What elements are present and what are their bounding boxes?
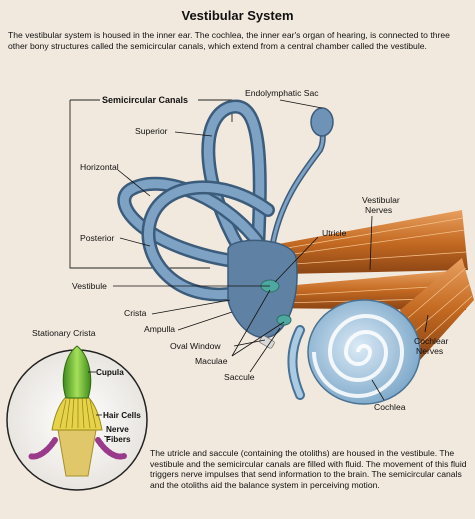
label-saccule: Saccule (224, 372, 255, 382)
inset-title: Stationary Crista (32, 328, 96, 338)
label-oval-window: Oval Window (170, 341, 221, 351)
vestibule-body (227, 239, 298, 339)
cochlea (287, 299, 421, 405)
cochlear-nerves (400, 258, 474, 360)
label-semicircular-canals: Semicircular Canals (102, 95, 188, 105)
label-ampulla: Ampulla (144, 324, 175, 334)
label-vestibular-nerves-line1: Vestibular (362, 195, 400, 205)
semicircular-canals (117, 99, 326, 302)
endolymphatic-sac (310, 107, 334, 137)
intro-paragraph: The vestibular system is housed in the i… (8, 30, 450, 51)
stationary-crista-inset: Stationary Crista Cupula Hair Cells Nerv… (6, 328, 148, 491)
label-horizontal: Horizontal (80, 162, 119, 172)
label-cochlear-nerves-line1: Cochlear (414, 336, 449, 346)
inset-label-hair-cells: Hair Cells (103, 411, 141, 420)
inset-label-nerve-fibers-line2: Fibers (106, 435, 131, 444)
label-posterior: Posterior (80, 233, 115, 243)
page-title: Vestibular System (181, 8, 294, 23)
label-vestibular-nerves-line2: Nerves (365, 205, 392, 215)
label-cochlear-nerves-line2: Nerves (416, 346, 443, 356)
inset-label-cupula: Cupula (96, 368, 124, 377)
label-crista: Crista (124, 308, 147, 318)
label-utricle: Utricle (322, 228, 347, 238)
label-maculae: Maculae (195, 356, 228, 366)
oval-window (259, 335, 275, 349)
label-vestibule: Vestibule (72, 281, 107, 291)
leader-lines (113, 99, 429, 401)
label-cochlea: Cochlea (374, 402, 406, 412)
inset-label-nerve-fibers-line1: Nerve (106, 425, 129, 434)
label-superior: Superior (135, 126, 168, 136)
label-endolymphatic-sac: Endolymphatic Sac (245, 88, 319, 98)
footer-paragraph: The utricle and saccule (containing the … (150, 448, 467, 490)
